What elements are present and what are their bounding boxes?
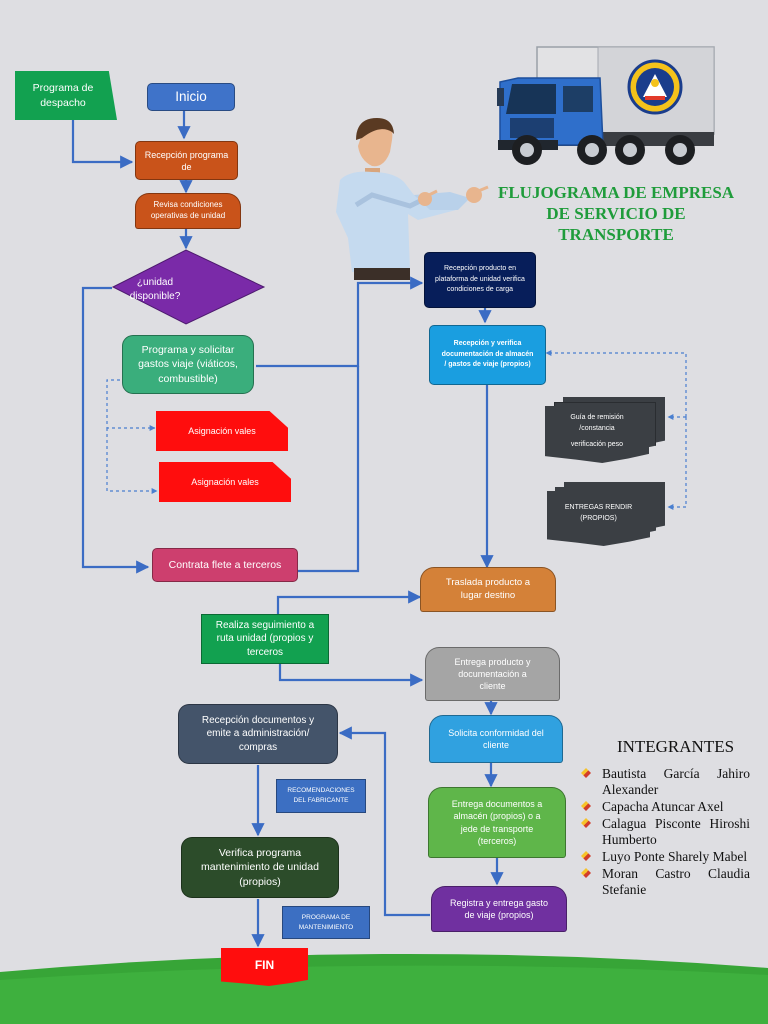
dashed-vales-2 xyxy=(106,428,158,494)
note-recomendaciones-label: RECOMENDACIONES DEL FABRICANTE xyxy=(287,787,355,804)
arrow-seguimiento-entrega xyxy=(278,664,424,687)
node-revisa-condiciones: Revisa condiciones operativas de unidad xyxy=(135,193,241,229)
doc-verificacion-peso-label: verificación peso xyxy=(570,441,624,448)
node-contrata-flete-label: Contrata flete a terceros xyxy=(168,558,282,571)
node-entrega-documentos: Entrega documentos a almacén (propios) o… xyxy=(428,787,566,858)
title-line-2: DE SERVICIO DE xyxy=(546,203,686,223)
bullet-arrow-icon xyxy=(581,851,591,861)
node-registra-entrega-label: Registra y entrega gasto de viaje (propi… xyxy=(449,897,549,920)
dashed-connectors xyxy=(106,350,687,510)
node-recepcion-documentos-label: Recepción documentos y emite a administr… xyxy=(201,714,315,753)
team-member-name: Moran Castro Claudia Stefanie xyxy=(602,866,750,897)
node-programa-despacho-label: Programa de despacho xyxy=(32,82,94,109)
arrow-decision-contrata xyxy=(81,286,150,574)
node-asignacion-vales-1-label: Asignación vales xyxy=(188,425,256,436)
doc-stack-guia: Guía de remisión /constancia verificació… xyxy=(545,397,667,463)
note-recomendaciones: RECOMENDACIONES DEL FABRICANTE xyxy=(276,779,366,813)
node-recepcion-programa: Recepción programa de xyxy=(135,141,238,180)
node-verifica-programa-label: Verifica programa mantenimiento de unida… xyxy=(201,847,319,888)
node-asignacion-vales-1: Asignación vales xyxy=(156,411,288,451)
doc-entregas-front: ENTREGAS RENDIR (PROPIOS) xyxy=(547,491,650,546)
node-inicio-label: Inicio xyxy=(175,88,207,104)
node-programa-solicitar: Programa y solicitar gastos viaje (viáti… xyxy=(122,335,254,394)
node-solicita-conformidad: Solicita conformidad del cliente xyxy=(429,715,563,763)
university-logo xyxy=(627,59,683,115)
arrow-seguimiento-traslada xyxy=(276,590,422,614)
node-recepcion-verifica: Recepción y verifica documentación de al… xyxy=(429,325,546,385)
bullet-arrow-icon xyxy=(581,818,591,828)
team-member: Luyo Ponte Sharely Mabel xyxy=(578,849,750,865)
team-heading: INTEGRANTES xyxy=(616,737,735,756)
node-registra-entrega: Registra y entrega gasto de viaje (propi… xyxy=(431,886,567,932)
team-member: Moran Castro Claudia Stefanie xyxy=(578,866,750,898)
team-member-name: Luyo Ponte Sharely Mabel xyxy=(602,849,748,864)
truck-wheels xyxy=(512,135,695,165)
team-list: Bautista García Jahiro Alexander Capacha… xyxy=(578,766,750,899)
node-traslada-producto-label: Traslada producto a lugar destino xyxy=(445,576,531,601)
bullet-arrow-icon xyxy=(581,768,591,778)
node-recepcion-verifica-label: Recepción y verifica documentación de al… xyxy=(441,340,534,369)
note-programa-mantenimiento: PROGRAMA DE MANTENIMIENTO xyxy=(282,906,370,939)
arrow-contrata-join xyxy=(298,366,360,573)
page-title: FLUJOGRAMA DE EMPRESA DE SERVICIO DE TRA… xyxy=(478,183,754,246)
node-verifica-programa: Verifica programa mantenimiento de unida… xyxy=(181,837,339,898)
arrow-programa-recepcion-producto xyxy=(256,276,424,368)
node-entrega-producto-label: Entrega producto y documentación a clien… xyxy=(454,656,531,692)
node-unidad-disponible-label: ¿unidad disponible? xyxy=(129,277,181,302)
node-fin-label: FIN xyxy=(254,957,275,972)
node-programa-despacho: Programa de despacho xyxy=(15,71,117,120)
node-asignacion-vales-2: Asignación vales xyxy=(159,462,291,502)
dashed-vales-1 xyxy=(106,379,156,431)
node-recepcion-producto-label: Recepción producto en plataforma de unid… xyxy=(435,265,525,294)
arrow-despacho-recepcion xyxy=(71,120,134,169)
node-inicio: Inicio xyxy=(147,83,235,111)
presenter-illustration xyxy=(336,118,489,280)
title-line-1: FLUJOGRAMA DE EMPRESA xyxy=(497,183,735,202)
node-fin: FIN xyxy=(221,948,308,986)
doc-guia-label: Guía de remisión /constancia xyxy=(570,414,624,432)
node-programa-solicitar-label: Programa y solicitar gastos viaje (viáti… xyxy=(138,344,238,385)
bullet-arrow-icon xyxy=(581,801,591,811)
doc-stack-entregas: ENTREGAS RENDIR (PROPIOS) xyxy=(547,482,667,546)
connectors xyxy=(71,111,504,948)
node-revisa-condiciones-label: Revisa condiciones operativas de unidad xyxy=(150,200,226,220)
truck-illustration xyxy=(497,46,715,165)
decision-unidad-disponible xyxy=(111,249,266,325)
team-member-name: Capacha Atuncar Axel xyxy=(602,799,724,814)
team-member-name: Bautista García Jahiro Alexander xyxy=(602,766,750,797)
ground-highlight xyxy=(0,965,768,1024)
node-recepcion-programa-label: Recepción programa de xyxy=(144,150,229,173)
arrow-registra-recepcion-docs xyxy=(338,726,430,917)
node-traslada-producto: Traslada producto a lugar destino xyxy=(420,567,556,612)
team-member: Calagua Pisconte Hiroshi Humberto xyxy=(578,816,750,848)
node-recepcion-producto: Recepción producto en plataforma de unid… xyxy=(424,252,536,308)
node-solicita-conformidad-label: Solicita conformidad del cliente xyxy=(448,727,544,750)
node-contrata-flete: Contrata flete a terceros xyxy=(152,548,298,582)
team-member-name: Calagua Pisconte Hiroshi Humberto xyxy=(602,816,750,847)
node-entrega-producto: Entrega producto y documentación a clien… xyxy=(425,647,560,701)
doc-entregas-label: ENTREGAS RENDIR (PROPIOS) xyxy=(564,504,633,522)
node-entrega-documentos-label: Entrega documentos a almacén (propios) o… xyxy=(451,799,543,846)
team-member: Capacha Atuncar Axel xyxy=(578,799,750,815)
node-realiza-seguimiento-label: Realiza seguimiento a ruta unidad (propi… xyxy=(215,619,315,658)
dashed-docs-verifica xyxy=(545,350,687,417)
node-recepcion-documentos: Recepción documentos y emite a administr… xyxy=(178,704,338,764)
note-programa-mantenimiento-label: PROGRAMA DE MANTENIMIENTO xyxy=(298,913,354,931)
node-realiza-seguimiento: Realiza seguimiento a ruta unidad (propi… xyxy=(201,614,329,664)
team-member: Bautista García Jahiro Alexander xyxy=(578,766,750,798)
doc-guia-front: Guía de remisión /constancia verificació… xyxy=(545,406,649,463)
dashed-entregas xyxy=(667,417,687,510)
node-asignacion-vales-2-label: Asignación vales xyxy=(191,476,259,487)
title-line-3: TRANSPORTE xyxy=(558,224,674,244)
bullet-arrow-icon xyxy=(581,868,591,878)
